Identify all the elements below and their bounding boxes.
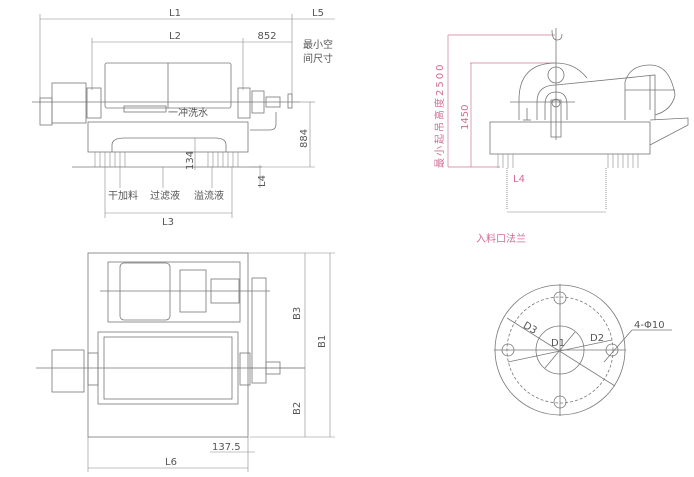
- inlet-flange-label: 入料口法兰: [476, 232, 526, 245]
- dim-l5: L5: [312, 8, 324, 19]
- dim-b3: B3: [292, 307, 303, 320]
- dim-l2: L2: [169, 31, 181, 42]
- hatch-marks: [94, 152, 239, 167]
- dim-852: 852: [257, 31, 276, 42]
- flange-d3: D3: [521, 320, 539, 337]
- front-view: [32, 14, 335, 218]
- min-space-label-1: 最小空: [303, 38, 333, 51]
- dim-b2: B2: [292, 402, 303, 415]
- top-view: [36, 252, 335, 472]
- dim-884: 884: [299, 129, 310, 148]
- flange-d2: D2: [590, 333, 604, 344]
- dim-134: 134: [185, 151, 196, 170]
- dim-b1: B1: [317, 335, 328, 348]
- overflow-label: 溢流液: [194, 189, 224, 202]
- flange-holes-label: 4-Φ10: [634, 320, 665, 331]
- wash-water-label: 一冲洗水: [168, 106, 208, 119]
- dim-l4: L4: [257, 175, 268, 187]
- dim-l6: L6: [165, 457, 177, 468]
- min-space-label-2: 间尺寸: [303, 52, 333, 65]
- filtrate-label: 过滤液: [150, 189, 180, 202]
- dim-1450: 1450: [460, 105, 471, 130]
- dim-137-5: 137.5: [212, 442, 241, 453]
- min-lift-height-label: 最小起吊高度2500: [433, 63, 446, 168]
- dim-l3: L3: [162, 217, 174, 228]
- flange-d1: D1: [551, 338, 565, 349]
- side-dim-l4: L4: [513, 174, 525, 185]
- side-view: [447, 28, 689, 213]
- dry-feed-label: 干加料: [108, 189, 138, 202]
- dim-l1: L1: [169, 8, 181, 19]
- flange-view: [494, 284, 672, 416]
